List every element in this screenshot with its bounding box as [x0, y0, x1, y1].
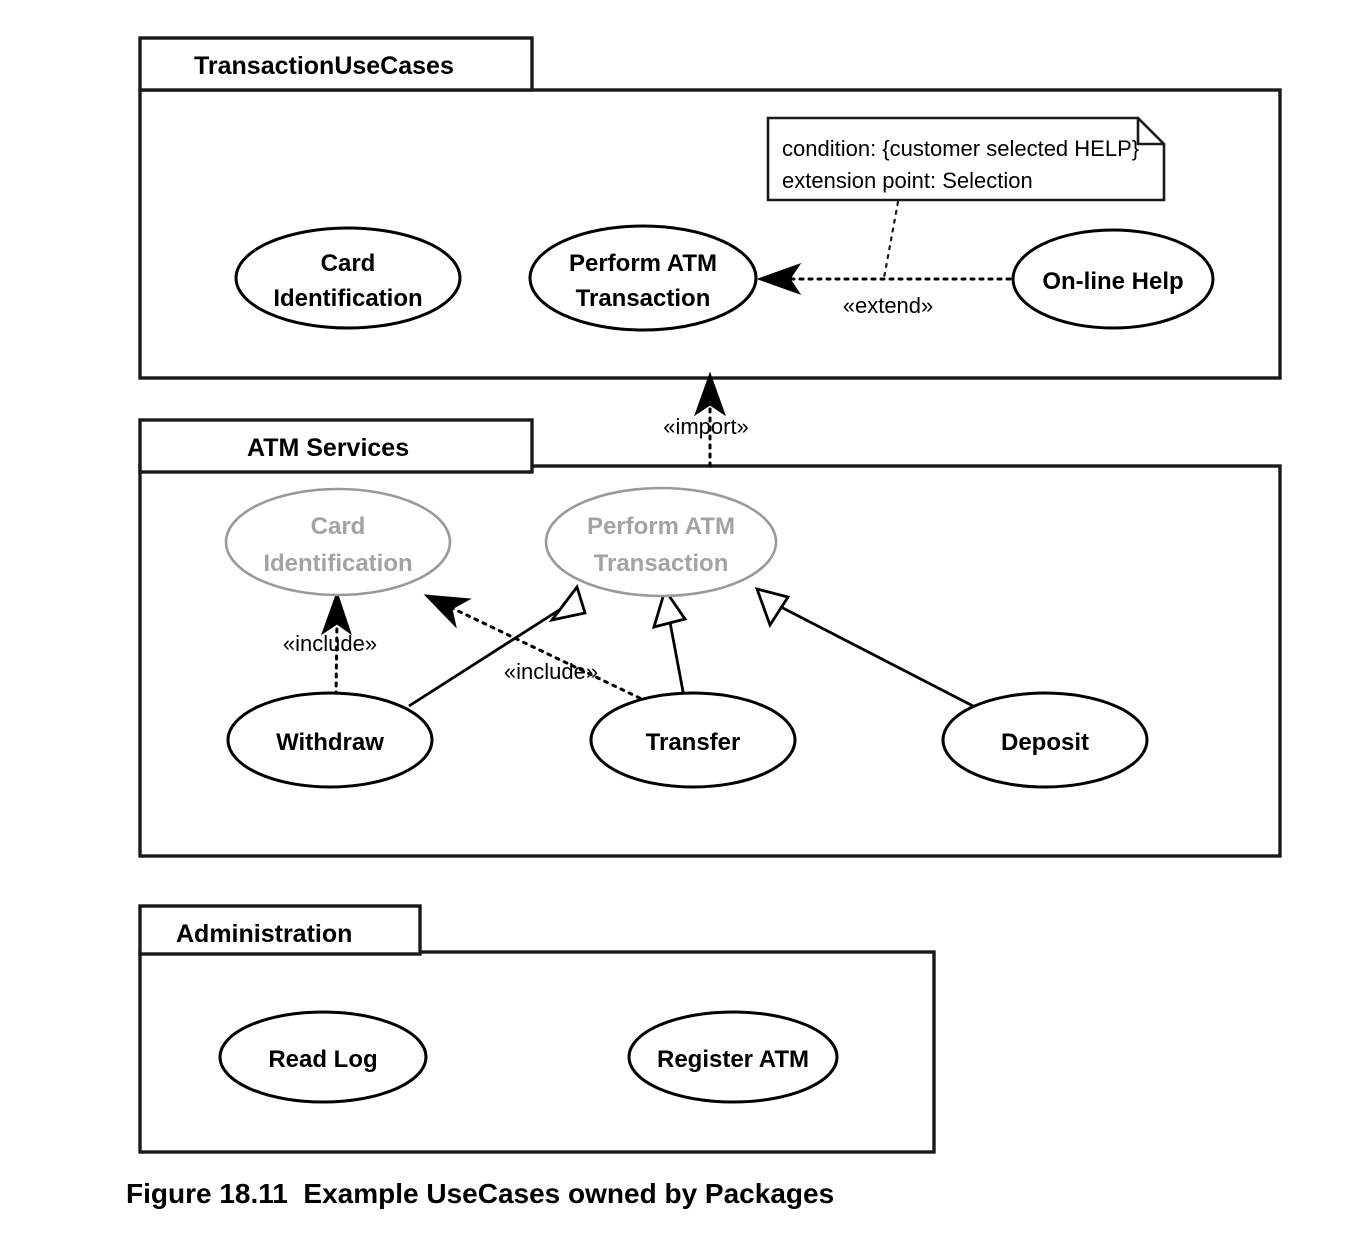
usecase-read-log[interactable]: Read Log — [218, 1010, 428, 1104]
generalization-arrowhead — [754, 586, 791, 629]
note-line-1: condition: {customer selected HELP} — [782, 136, 1139, 161]
usecase-label-line-1: Deposit — [1001, 729, 1089, 756]
extend-condition-note[interactable]: condition: {customer selected HELP} exte… — [766, 116, 1166, 202]
relationship-generalize-deposit-perform-atm-transaction[interactable] — [754, 586, 976, 709]
usecase-ellipse — [218, 1010, 428, 1104]
package-tab — [138, 904, 422, 956]
usecase-ellipse — [941, 691, 1149, 789]
usecase-label-line-1: Perform ATM — [569, 250, 717, 277]
relationship-include-transfer-card-identification[interactable]: «include» — [423, 594, 650, 704]
package-administration[interactable]: Administration — [138, 904, 936, 1154]
generalization-arrowhead — [651, 586, 688, 629]
include-line — [450, 606, 650, 704]
note-line-2: extension point: Selection — [782, 168, 1033, 193]
usecase-card-identification-top[interactable]: Card Identification — [234, 226, 462, 330]
usecase-label-line-1: Perform ATM — [587, 513, 735, 540]
usecase-ellipse — [589, 691, 797, 789]
note-shape — [766, 116, 1166, 202]
figure-caption: Figure 18.11 Example UseCases owned by P… — [126, 1178, 835, 1209]
include-arrowhead — [321, 590, 352, 636]
usecase-transfer[interactable]: Transfer — [589, 691, 797, 789]
usecase-label-line-2: Transaction — [576, 285, 711, 312]
package-tab — [138, 36, 534, 92]
usecase-label-line-2: Transaction — [594, 550, 729, 577]
generalization-arrowhead — [548, 583, 587, 623]
usecase-label-line-1: Card — [321, 250, 376, 277]
include-line — [334, 618, 339, 697]
include-label: «include» — [283, 631, 377, 656]
relationship-generalize-transfer-perform-atm-transaction[interactable] — [651, 586, 688, 698]
package-title: Administration — [176, 920, 352, 948]
relationship-extend-on-line-help[interactable]: «extend» — [756, 263, 1012, 318]
usecase-ellipse — [528, 224, 758, 332]
relationship-import-atm-services[interactable]: «import» — [663, 371, 749, 468]
package-title: TransactionUseCases — [194, 52, 454, 80]
generalization-line — [778, 604, 976, 709]
usecase-ellipse — [627, 1010, 839, 1104]
usecase-ellipse — [234, 226, 462, 330]
usecase-perform-atm-transaction-top[interactable]: Perform ATM Transaction — [528, 224, 758, 332]
usecase-deposit[interactable]: Deposit — [941, 691, 1149, 789]
usecase-ellipse — [226, 691, 434, 789]
usecase-label-line-2: Identification — [273, 285, 422, 312]
usecase-register-atm[interactable]: Register ATM — [627, 1010, 839, 1104]
usecase-ellipse — [1011, 228, 1215, 330]
usecase-withdraw[interactable]: Withdraw — [226, 691, 434, 789]
usecase-label-line-1: Card — [311, 513, 366, 540]
import-label: «import» — [663, 414, 749, 439]
extend-label: «extend» — [843, 293, 934, 318]
generalization-line — [668, 621, 686, 698]
include-arrowhead — [423, 594, 472, 629]
note-anchor-line — [882, 200, 900, 280]
package-title: ATM Services — [247, 434, 409, 462]
usecase-label-line-1: Register ATM — [657, 1046, 809, 1073]
extend-arrowhead — [756, 263, 802, 295]
usecase-label-line-2: Identification — [263, 550, 412, 577]
include-label: «include» — [504, 659, 598, 684]
note-fold-corner — [1136, 118, 1164, 146]
usecase-card-identification-imported[interactable]: Card Identification — [224, 487, 452, 597]
usecase-label-line-1: Transfer — [646, 729, 741, 756]
usecase-label-line-1: Read Log — [268, 1046, 377, 1073]
relationship-generalize-withdraw-perform-atm-transaction[interactable] — [408, 583, 587, 708]
usecase-ellipse — [224, 487, 452, 597]
usecase-ellipse — [544, 486, 778, 598]
generalization-line — [408, 603, 568, 708]
usecase-perform-atm-transaction-imported[interactable]: Perform ATM Transaction — [544, 486, 778, 598]
usecase-label-line-1: Withdraw — [276, 729, 384, 756]
usecase-label-line-1: On-line Help — [1042, 268, 1183, 295]
package-tab — [138, 418, 534, 474]
relationship-include-withdraw-card-identification[interactable]: «include» — [283, 590, 377, 697]
usecase-on-line-help[interactable]: On-line Help — [1011, 228, 1215, 330]
import-arrowhead — [694, 371, 726, 417]
